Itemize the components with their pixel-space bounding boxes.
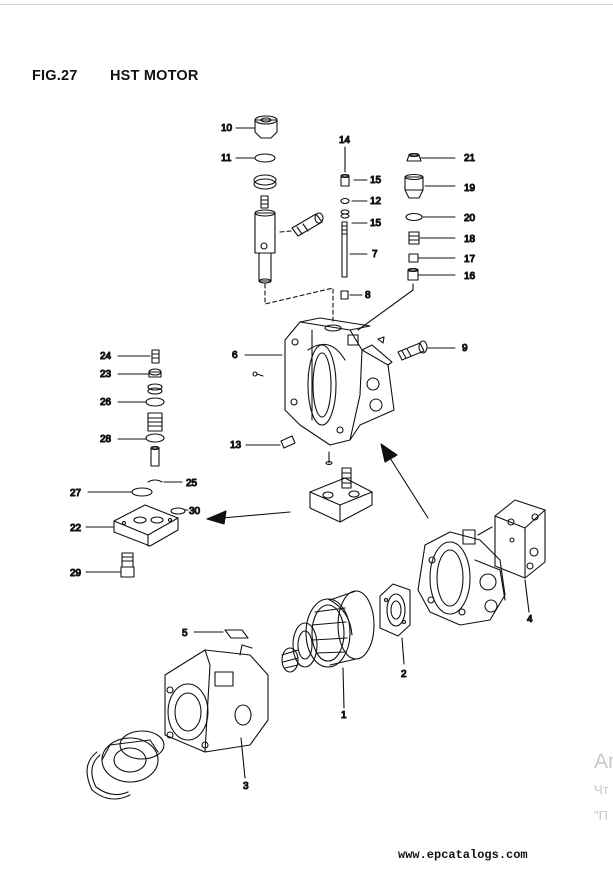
callout-4: 4 <box>527 614 533 625</box>
part-12-ring <box>340 197 350 205</box>
callout-30: 30 <box>189 506 201 517</box>
callout-25: 25 <box>186 478 198 489</box>
callout-15-upper: 15 <box>370 175 382 186</box>
part-9-bolt <box>397 340 428 361</box>
figure-title: HST MOTOR <box>110 68 199 84</box>
callout-9: 9 <box>462 343 468 354</box>
part-23-nut <box>148 368 162 378</box>
part-15-collar-lower <box>340 209 350 219</box>
callout-18: 18 <box>464 234 476 245</box>
part-30-seal <box>170 507 186 515</box>
part-10-plug <box>254 115 278 139</box>
callout-29: 29 <box>70 568 82 579</box>
callout-6: 6 <box>232 350 238 361</box>
part-5-shim <box>224 629 249 639</box>
part-21-cap <box>406 152 422 162</box>
callout-21: 21 <box>464 153 476 164</box>
pin <box>291 212 324 237</box>
callout-23: 23 <box>100 369 112 380</box>
part-18-spring <box>408 231 420 245</box>
part-16-nut <box>407 267 419 281</box>
part-2-plate <box>379 583 411 637</box>
callout-17: 17 <box>464 254 476 265</box>
callout-7: 7 <box>372 249 378 260</box>
callout-22: 22 <box>70 523 82 534</box>
callout-14: 14 <box>339 135 351 146</box>
footer-url: www.epcatalogs.com <box>398 848 528 862</box>
spool-body <box>254 209 276 284</box>
part-24-spring <box>151 349 160 364</box>
part-22-cover <box>113 504 179 547</box>
small-screw-top <box>377 336 385 344</box>
washer-stack <box>147 383 163 395</box>
part-26-o-ring <box>145 397 165 407</box>
small-bolt-under <box>325 451 333 466</box>
seal-ring <box>253 174 277 190</box>
snap-ring <box>86 751 131 800</box>
callout-16: 16 <box>464 271 476 282</box>
top-rule <box>0 4 613 5</box>
part-6-housing <box>284 317 395 446</box>
front-seal <box>101 730 165 783</box>
callout-10: 10 <box>221 123 233 134</box>
part-13-plug <box>280 435 296 449</box>
part-25-clip <box>147 479 163 483</box>
part-25-pin <box>150 445 160 467</box>
spring-left <box>147 412 163 432</box>
valve-block-center <box>309 467 373 523</box>
callout-1: 1 <box>341 710 347 721</box>
callout-19: 19 <box>464 183 476 194</box>
callout-24: 24 <box>100 351 112 362</box>
overlay-fragment-3: "П <box>594 808 608 823</box>
part-15-collar <box>340 173 350 187</box>
arrow-left <box>206 510 291 525</box>
part-17-washer <box>408 253 419 263</box>
part-7-rod <box>341 221 348 278</box>
part-3-casing <box>164 644 269 753</box>
callout-28: 28 <box>100 434 112 445</box>
part-27-disc <box>131 487 153 497</box>
callout-5: 5 <box>182 628 188 639</box>
overlay-fragment-2: Чт <box>594 782 609 797</box>
arrow-up <box>380 443 429 519</box>
callout-26: 26 <box>100 397 112 408</box>
part-8-seat <box>340 290 349 300</box>
callout-13: 13 <box>230 440 242 451</box>
overlay-fragment-1: Ar <box>594 750 613 773</box>
callout-20: 20 <box>464 213 476 224</box>
figure-number: FIG.27 <box>32 68 78 84</box>
part-20-o-ring <box>405 212 423 222</box>
part-1-rotor <box>281 590 375 673</box>
part-4-body <box>417 526 506 626</box>
callout-11: 11 <box>221 153 232 164</box>
part-29-bolt <box>120 552 135 578</box>
part-4-port-block <box>494 499 546 579</box>
part-11-o-ring <box>254 153 276 163</box>
spring-small <box>260 195 269 209</box>
small-screw <box>252 371 264 377</box>
part-19-valve <box>404 173 424 199</box>
callout-8: 8 <box>365 290 371 301</box>
callout-12: 12 <box>370 196 382 207</box>
callout-15-lower: 15 <box>370 218 382 229</box>
callout-27: 27 <box>70 488 82 499</box>
part-28-o-ring <box>145 433 165 443</box>
callout-2: 2 <box>401 669 407 680</box>
callout-3: 3 <box>243 781 249 792</box>
